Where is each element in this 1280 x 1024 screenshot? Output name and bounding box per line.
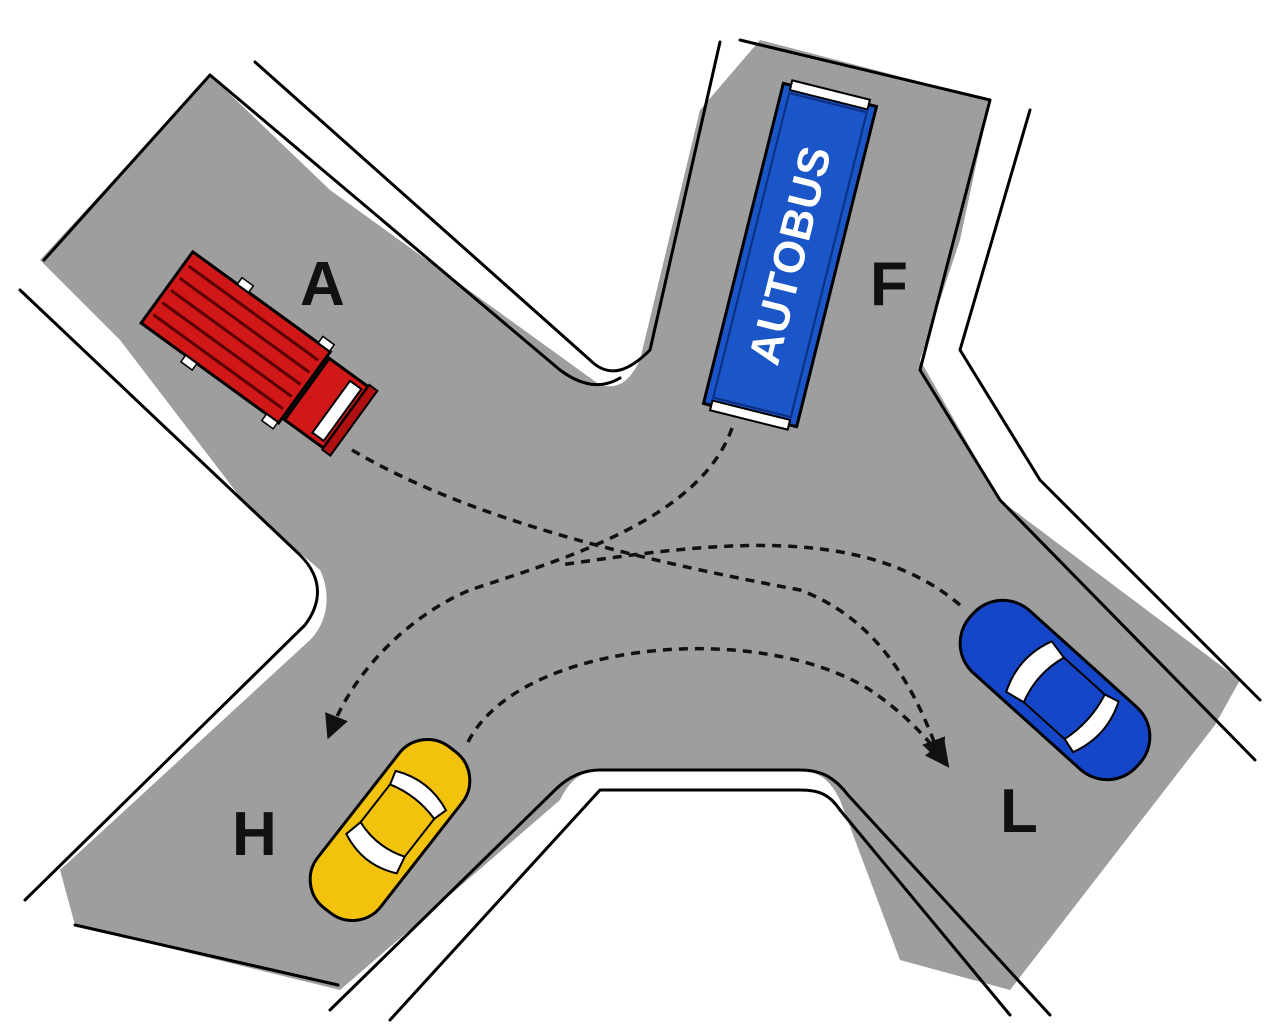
- label-l: L: [1000, 777, 1038, 846]
- path-f-to-h: [325, 427, 734, 740]
- yellow-car: [308, 738, 472, 922]
- path-h-to-l: [466, 646, 950, 768]
- red-truck: [139, 249, 379, 457]
- blue-car: [958, 598, 1152, 782]
- trajectories: [325, 427, 962, 768]
- path-l-to-center: [559, 543, 962, 607]
- path-a-to-l: [351, 448, 946, 764]
- label-a: A: [300, 250, 345, 319]
- label-h: H: [232, 800, 277, 869]
- road-surface: [40, 40, 1240, 990]
- label-f: F: [870, 250, 908, 319]
- curb-lines: [18, 38, 1262, 1022]
